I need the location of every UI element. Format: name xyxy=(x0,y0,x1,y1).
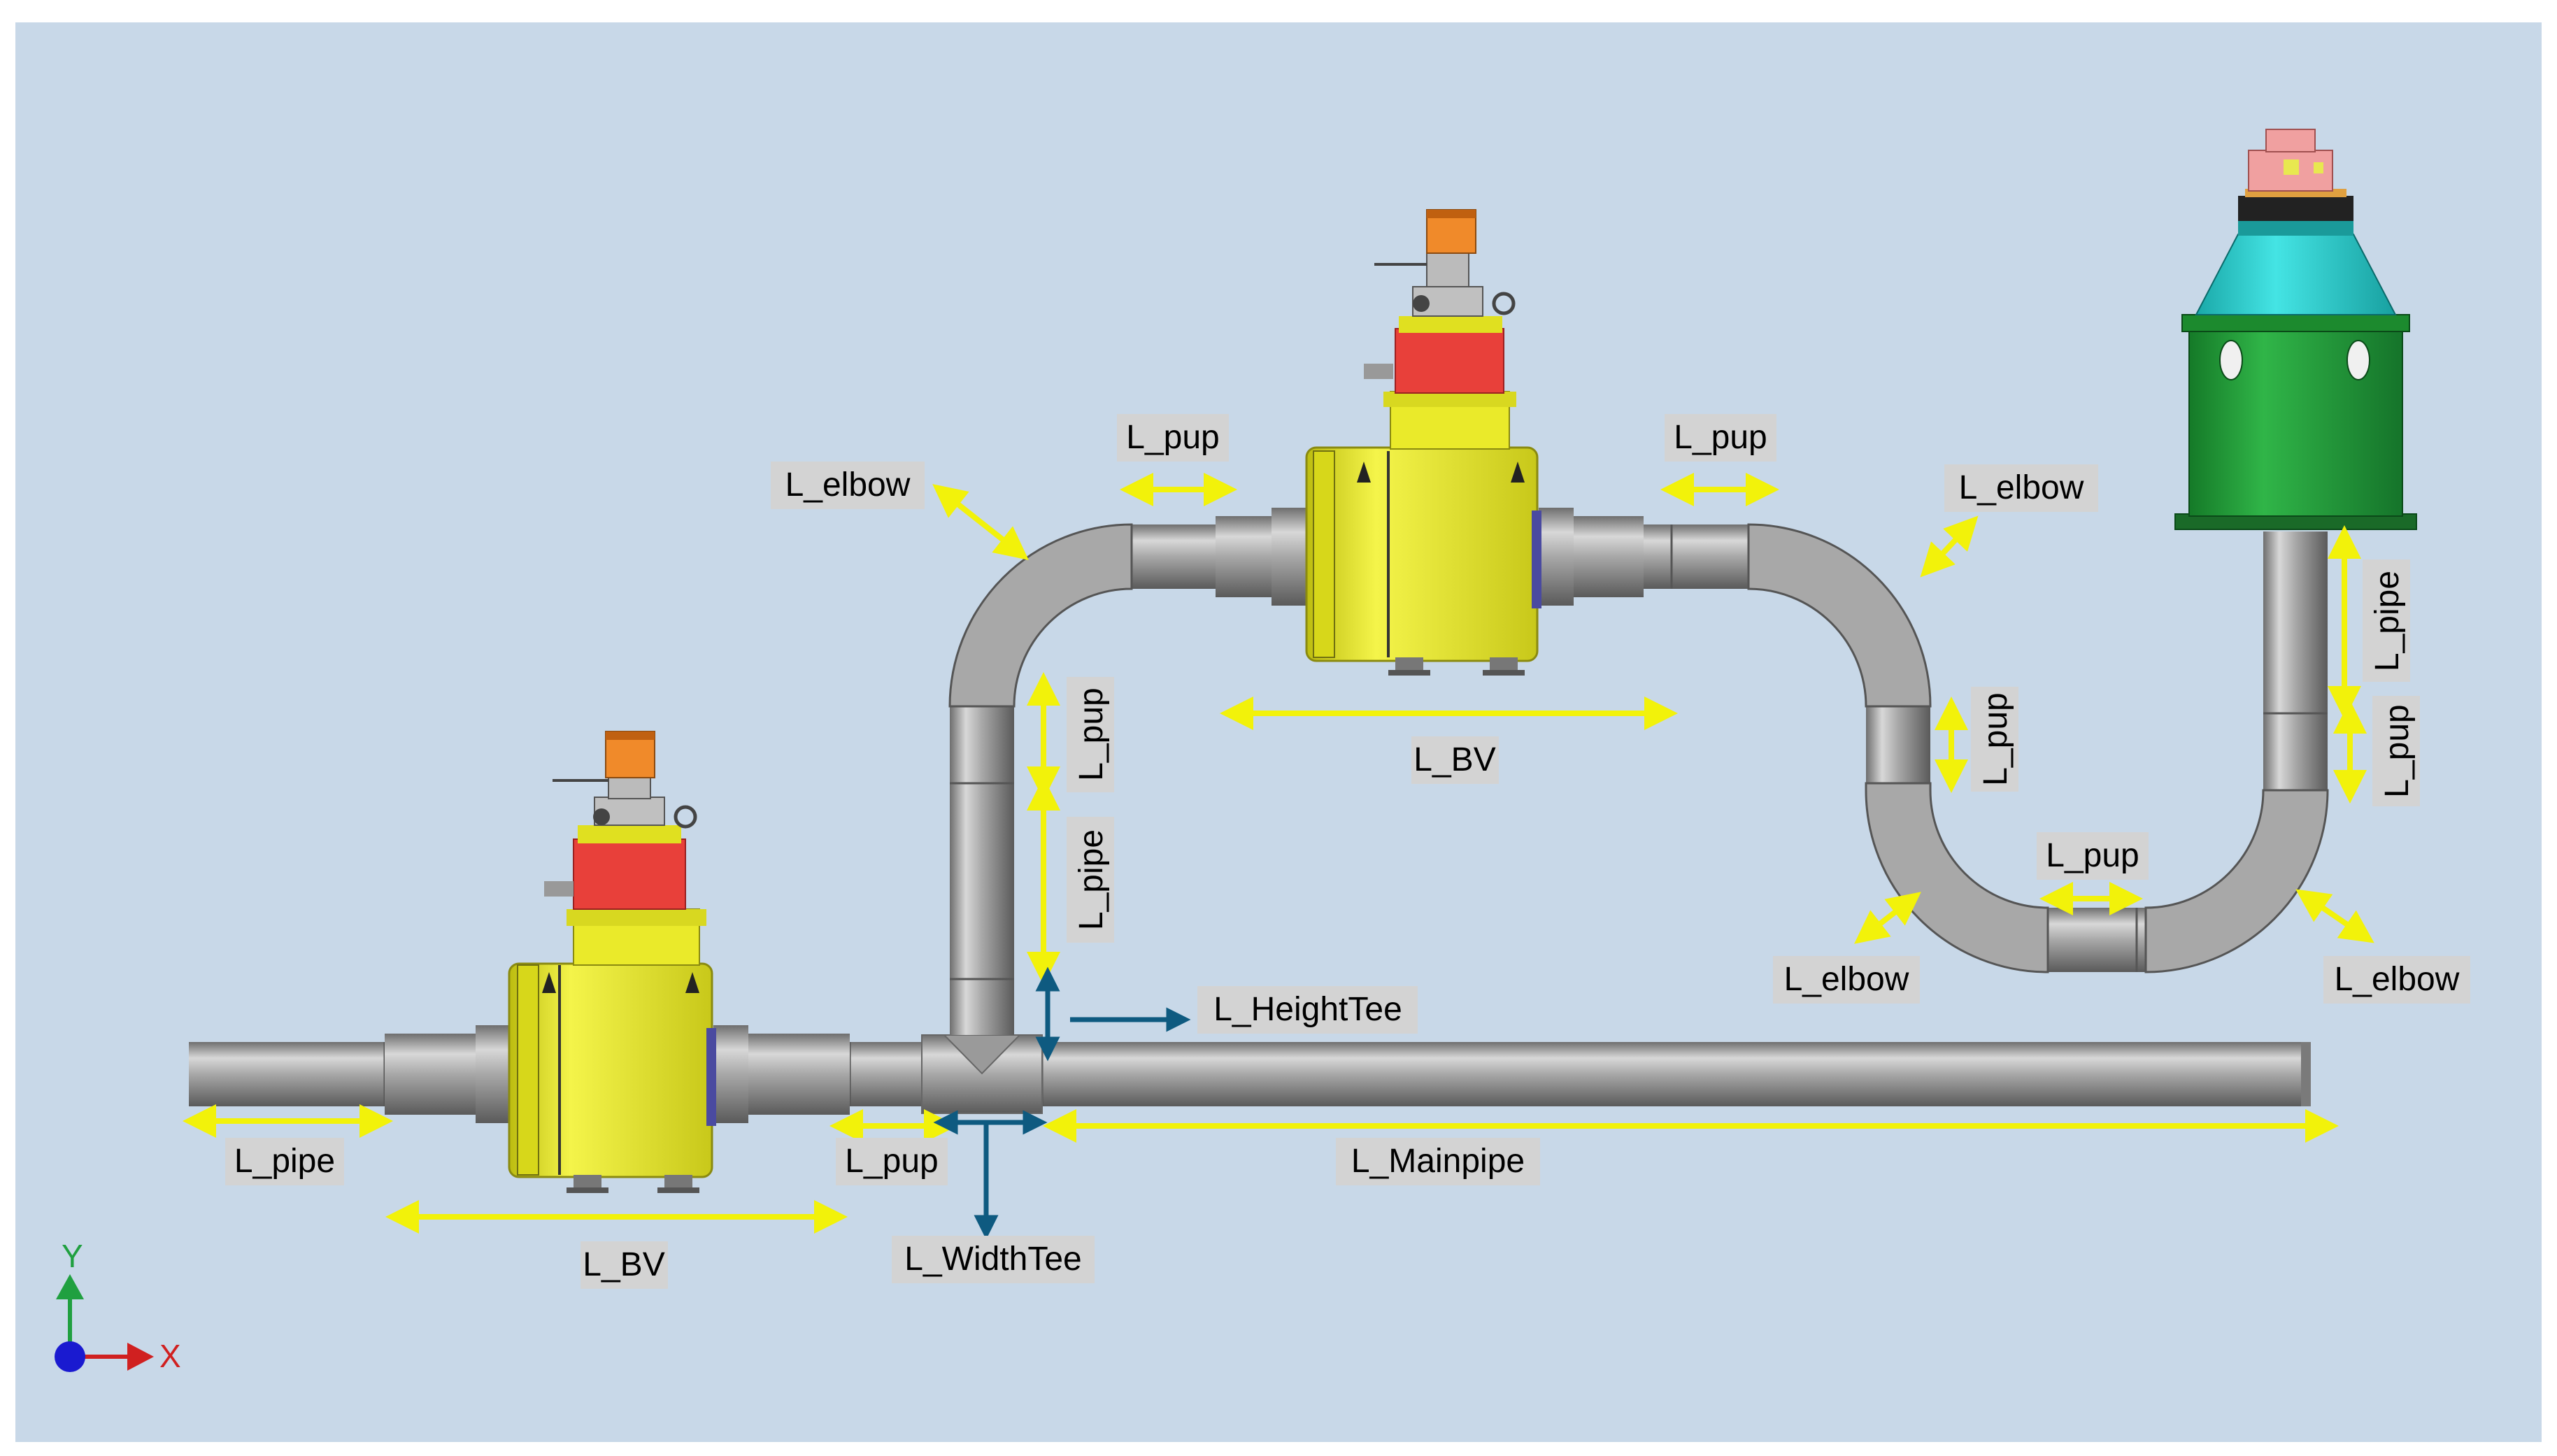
label-l-elbow-bottom-right: L_elbow xyxy=(2323,956,2470,1004)
label-l-elbow-bottom-left-text: L_elbow xyxy=(1784,961,1909,998)
canvas-background xyxy=(15,22,2542,1442)
label-l-pup-top-left: L_pup xyxy=(1117,414,1229,462)
label-l-bv-top-text: L_BV xyxy=(1413,741,1495,778)
tee-fitting xyxy=(921,1034,1043,1114)
label-l-mainpipe-text: L_Mainpipe xyxy=(1351,1143,1525,1180)
label-l-elbow-bottom-left: L_elbow xyxy=(1773,956,1920,1004)
axis-y-label: Y xyxy=(62,1238,83,1274)
valve-actuator-icon xyxy=(544,731,706,966)
label-l-pipe-vertical-text: L_pipe xyxy=(1073,829,1110,930)
axis-x-label: X xyxy=(159,1338,181,1374)
dim-l-elbow-bottom-right xyxy=(2295,889,2374,943)
label-l-pipe-vertical: L_pipe xyxy=(1067,817,1114,943)
label-l-height-tee-text: L_HeightTee xyxy=(1213,991,1402,1028)
label-l-pup-vertical-text: L_pup xyxy=(1073,687,1110,780)
u-bend-pipe xyxy=(1865,531,2329,973)
dim-l-elbow-top-right xyxy=(1920,515,1979,578)
label-l-pup-bottom-text: L_pup xyxy=(845,1143,938,1180)
label-l-mainpipe: L_Mainpipe xyxy=(1336,1138,1540,1185)
top-pipe-line xyxy=(1130,508,1932,785)
riser-pipe xyxy=(948,523,1133,1035)
axis-origin xyxy=(55,1341,85,1372)
dim-l-elbow-bottom-left xyxy=(1854,892,1921,944)
label-l-pup-u-bottom-text: L_pup xyxy=(2046,837,2139,874)
label-l-pipe-far-right-text: L_pipe xyxy=(2369,571,2406,671)
label-l-pipe-left-text: L_pipe xyxy=(234,1143,335,1180)
label-l-pipe-left: L_pipe xyxy=(225,1138,344,1185)
label-l-bv-left: L_BV xyxy=(581,1241,668,1289)
dimension-arrows xyxy=(183,473,2374,1234)
label-l-pipe-far-right: L_pipe xyxy=(2363,559,2410,682)
label-l-pup-right-vertical-text: L_pup xyxy=(1977,692,2014,785)
bottom-valve-reducers xyxy=(385,1025,850,1123)
label-l-pup-top-left-text: L_pup xyxy=(1126,419,1219,456)
label-l-pup-far-right: L_pup xyxy=(2372,696,2420,806)
label-l-elbow-top-right: L_elbow xyxy=(1944,464,2098,512)
ball-valve-icon xyxy=(1305,446,1541,676)
tee-dimension-arrows xyxy=(933,966,1191,1240)
label-l-pup-vertical: L_pup xyxy=(1067,677,1114,792)
label-l-pup-far-right-text: L_pup xyxy=(2379,704,2416,797)
label-l-elbow-top-left: L_elbow xyxy=(771,462,925,509)
label-l-elbow-top-right-text: L_elbow xyxy=(1959,469,2084,506)
label-l-elbow-bottom-right-text: L_elbow xyxy=(2335,961,2460,998)
axis-triad: Y X xyxy=(55,1238,181,1374)
label-l-pup-top-right: L_pup xyxy=(1665,414,1776,462)
label-l-bv-left-text: L_BV xyxy=(583,1246,664,1283)
label-l-pup-right-vertical: L_pup xyxy=(1971,687,2018,792)
valve-actuator-icon xyxy=(1364,209,1516,450)
label-l-width-tee: L_WidthTee xyxy=(892,1236,1095,1283)
dim-l-elbow-top-left xyxy=(932,484,1029,560)
label-l-bv-top: L_BV xyxy=(1411,736,1499,784)
label-l-pup-u-bottom: L_pup xyxy=(2037,832,2149,880)
dimension-labels: L_pipe L_BV L_pup L_WidthTee L_Mainpipe … xyxy=(225,414,2470,1289)
label-l-elbow-top-left-text: L_elbow xyxy=(785,466,911,504)
label-l-pup-top-right-text: L_pup xyxy=(1674,419,1767,456)
ball-valve-icon xyxy=(508,962,716,1193)
label-l-pup-bottom: L_pup xyxy=(836,1138,948,1185)
label-l-width-tee-text: L_WidthTee xyxy=(904,1241,1081,1278)
label-l-height-tee: L_HeightTee xyxy=(1197,986,1418,1034)
